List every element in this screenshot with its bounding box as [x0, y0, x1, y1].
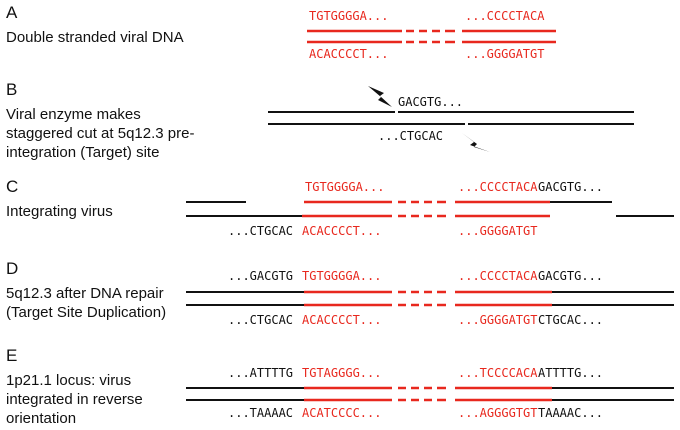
- panel-e-bottom-right-host-seq: TAAAAC...: [538, 406, 603, 420]
- panel-d-description-line-1: 5q12.3 after DNA repair: [6, 285, 164, 302]
- panel-b-letter: B: [6, 80, 17, 99]
- panel-d-letter: D: [6, 259, 18, 278]
- panel-d-top-right-host-seq: GACGTG...: [538, 269, 603, 283]
- panel-b-description-line-2: staggered cut at 5q12.3 pre-: [6, 125, 194, 142]
- panel-a-bottom-left-seq: ACACCCCT...: [309, 47, 388, 61]
- panel-a: A Double stranded viral DNA TGTGGGGA... …: [6, 3, 556, 61]
- panel-c: C Integrating virus TGTGGGGA... ...CCCCT…: [6, 177, 674, 238]
- panel-d-bottom-right-viral-seq: ...GGGGATGT: [458, 313, 537, 327]
- panel-c-bottom-left-viral-seq: ACACCCCT...: [302, 224, 381, 238]
- panel-b-top-seq: GACGTG...: [398, 95, 463, 109]
- panel-e-description-line-2: integrated in reverse: [6, 391, 143, 408]
- panel-e-description-line-1: 1p21.1 locus: virus: [6, 372, 131, 389]
- panel-c-bottom-left-host-seq: ...CTGCAC: [228, 224, 293, 238]
- panel-e-description-line-3: orientation: [6, 410, 76, 427]
- panel-b: B Viral enzyme makes staggered cut at 5q…: [6, 80, 634, 161]
- panel-d-bottom-right-host-seq: CTGCAC...: [538, 313, 603, 327]
- panel-a-description: Double stranded viral DNA: [6, 29, 184, 46]
- panel-d-bottom-left-viral-seq: ACACCCCT...: [302, 313, 381, 327]
- panel-e-bottom-left-viral-seq: ACATCCCC...: [302, 406, 381, 420]
- lightning-bolt-icon: [462, 133, 490, 152]
- panel-c-top-right-host-seq: GACGTG...: [538, 180, 603, 194]
- panel-e: E 1p21.1 locus: virus integrated in reve…: [6, 346, 674, 427]
- panel-d-top-left-host-seq: ...GACGTG: [228, 269, 293, 283]
- panel-b-bottom-seq: ...CTGCAC: [378, 129, 443, 143]
- panel-e-top-right-host-seq: ATTTTG...: [538, 366, 603, 380]
- panel-e-top-left-host-seq: ...ATTTTG: [228, 366, 293, 380]
- panel-e-letter: E: [6, 346, 17, 365]
- panel-b-description-line-3: integration (Target) site: [6, 144, 159, 161]
- panel-d-bottom-left-host-seq: ...CTGCAC: [228, 313, 293, 327]
- panel-c-letter: C: [6, 177, 18, 196]
- panel-c-top-right-viral-seq: ...CCCCTACA: [458, 180, 538, 194]
- panel-e-top-right-viral-seq: ...TCCCCACA: [458, 366, 538, 380]
- panel-d-description-line-2: (Target Site Duplication): [6, 304, 166, 321]
- panel-c-bottom-right-seq: ...GGGGATGT: [458, 224, 537, 238]
- panel-d-top-left-viral-seq: TGTGGGGA...: [302, 269, 381, 283]
- panel-e-bottom-left-host-seq: ...TAAAAC: [228, 406, 293, 420]
- panel-e-bottom-right-viral-seq: ...AGGGGTGT: [458, 406, 537, 420]
- panel-d: D 5q12.3 after DNA repair (Target Site D…: [6, 259, 674, 327]
- panel-a-bottom-right-seq: ...GGGGATGT: [465, 47, 544, 61]
- panel-a-top-right-seq: ...CCCCTACA: [465, 9, 545, 23]
- panel-c-description: Integrating virus: [6, 203, 113, 220]
- panel-a-letter: A: [6, 3, 18, 22]
- panel-e-top-left-viral-seq: TGTAGGGG...: [302, 366, 381, 380]
- lightning-bolt-icon: [368, 86, 392, 107]
- panel-b-description-line-1: Viral enzyme makes: [6, 106, 141, 123]
- panel-a-top-left-seq: TGTGGGGA...: [309, 9, 388, 23]
- panel-c-top-left-seq: TGTGGGGA...: [305, 180, 384, 194]
- panel-d-top-right-viral-seq: ...CCCCTACA: [458, 269, 538, 283]
